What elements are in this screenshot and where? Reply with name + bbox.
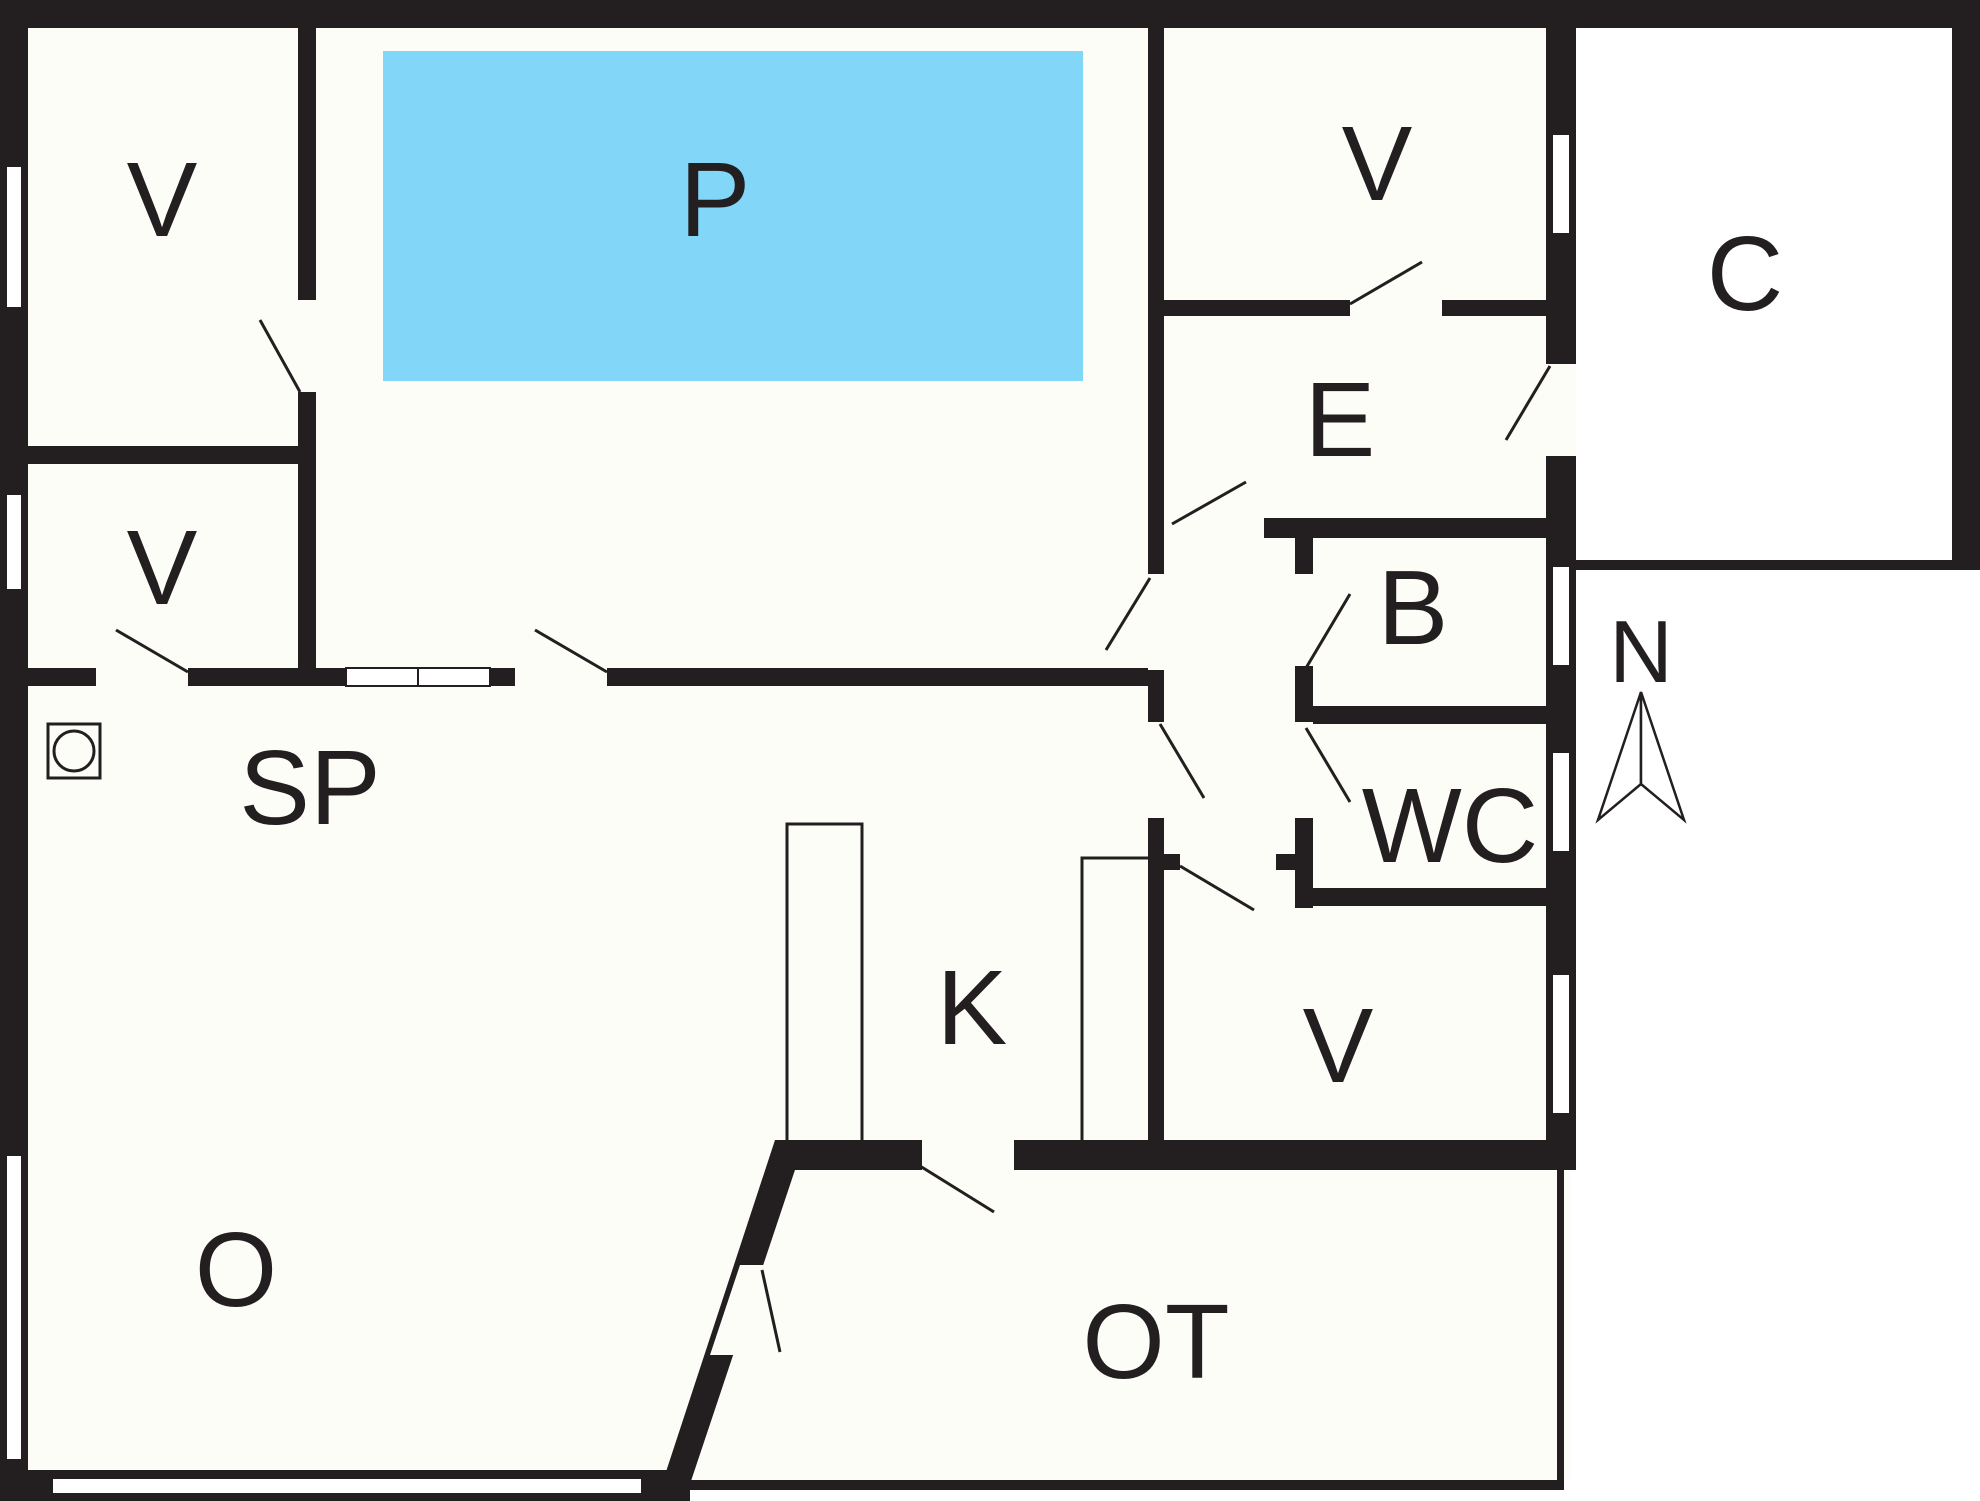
- room-label-bedroom-nw: V: [127, 141, 198, 259]
- compass: N: [1595, 602, 1687, 824]
- room-label-living: O: [195, 1211, 277, 1329]
- door-openings: [96, 300, 1576, 1355]
- fixtures: [46, 722, 1152, 1144]
- kitchen-counter-left: [785, 822, 864, 1144]
- room-label-kitchen: K: [937, 949, 1008, 1067]
- room-label-annex: OT: [1082, 1283, 1229, 1401]
- kitchen-counter-right: [1080, 856, 1152, 1144]
- room-labels: P V V V C E B WC SP K V O OT: [127, 105, 1784, 1401]
- north-arrow-icon: [1595, 691, 1687, 824]
- room-label-bedroom-ne: V: [1342, 105, 1413, 223]
- room-label-pool: P: [680, 141, 751, 259]
- windows: [5, 133, 1571, 1495]
- room-label-living-dining: SP: [239, 729, 380, 847]
- pool-area: [383, 51, 1083, 381]
- room-label-bathroom: B: [1378, 549, 1449, 667]
- stove-icon: [46, 722, 102, 780]
- door-swings: [115, 260, 1552, 1353]
- room-label-bedroom-se: V: [1303, 987, 1374, 1105]
- compass-north-label: N: [1609, 602, 1673, 701]
- room-label-toilet: WC: [1362, 767, 1539, 885]
- room-label-bedroom-w: V: [127, 509, 198, 627]
- room-label-entrance: E: [1305, 361, 1376, 479]
- room-label-carport: C: [1707, 215, 1784, 333]
